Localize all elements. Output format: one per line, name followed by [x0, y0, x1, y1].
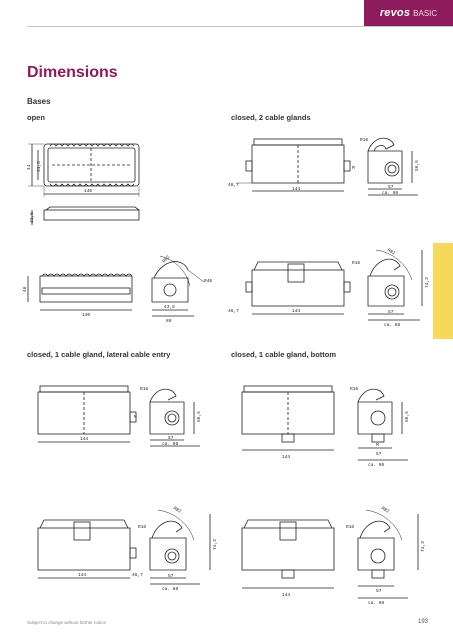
dim-a-inner-height: 31,5 [36, 161, 42, 172]
drawing-closed-1-bottom: 144 R16 56,5 57 ca. 96 M [226, 376, 426, 472]
dim-d-width3: ca. 88 [384, 322, 401, 328]
dim-f-thread: M [376, 442, 379, 448]
dim-g-radius2: R82 [172, 505, 182, 514]
footer-note: Subject to change without further notice [27, 620, 107, 625]
dim-c-width2: 43,5 [164, 304, 175, 310]
dim-b-width2: 57 [388, 184, 394, 190]
dim-g-radius: R16 [138, 524, 146, 530]
dim-f-height: 56,5 [404, 411, 410, 422]
dim-d-radius2: R82 [386, 247, 396, 256]
header-bar: revos BASIC [0, 0, 453, 26]
caption-closed-1-bottom: closed, 1 cable gland, bottom [231, 350, 337, 359]
dim-e-radius: R16 [140, 386, 148, 392]
drawing-closed-2-lid-open: 144 46,7 R16 R82 74,3 57 ca. 88 [226, 242, 431, 328]
dim-d-radius: R16 [352, 260, 360, 266]
drawing-open-top: 44 31,5 140 21,5 [24, 130, 154, 240]
dim-b-thread: M [352, 165, 355, 171]
dim-e-thread: M [134, 414, 137, 420]
dim-e-width2: 57 [168, 435, 174, 441]
dim-h-width2: 57 [376, 588, 382, 594]
dim-b-width3: ca. 96 [382, 190, 399, 196]
drawing-open-lid: 46 140 R82 R46 43,5 89 [20, 246, 230, 326]
dim-b-offset: 46,7 [228, 182, 239, 188]
dim-c-radius2: R46 [204, 278, 212, 284]
dim-d-offset: 46,7 [228, 308, 239, 314]
side-index-tab [433, 243, 453, 339]
dim-b-radius: R16 [360, 137, 368, 143]
dim-f-radius: R16 [350, 386, 358, 392]
dim-d-height: 74,3 [424, 277, 430, 288]
dim-g-width3: ca. 88 [162, 586, 179, 592]
caption-closed-1-lateral: closed, 1 cable gland, lateral cable ent… [27, 350, 171, 359]
dim-g-height: 74,3 [212, 539, 218, 550]
dim-c-width3: 89 [166, 318, 172, 324]
dim-b-width: 144 [292, 186, 300, 192]
dim-h-radius: R16 [346, 524, 354, 530]
dim-h-radius2: R82 [380, 505, 390, 514]
dim-f-width: 144 [282, 454, 290, 460]
dim-c-height: 46 [22, 286, 28, 292]
dim-h-height: 74,3 [420, 541, 426, 552]
dim-c-radius: R82 [161, 254, 171, 264]
brand-tab: revos BASIC [364, 0, 453, 26]
dim-a-depth: 21,5 [29, 212, 35, 223]
dim-f-width2: 57 [376, 451, 382, 457]
dim-e-width: 144 [80, 436, 88, 442]
dim-g-width2: 57 [168, 573, 174, 579]
dim-d-width: 144 [292, 308, 300, 314]
page-title: Dimensions [27, 64, 118, 81]
drawing-closed-1-lateral-lid-open: 144 46,7 R16 R82 74,3 57 ca. 88 [24, 500, 224, 592]
dim-g-offset: 46,7 [132, 572, 143, 578]
drawing-closed-1-lateral: 144 R16 56,5 57 ca. 96 M [24, 376, 224, 452]
caption-closed-2-glands: closed, 2 cable glands [231, 113, 311, 122]
dim-c-width: 140 [82, 312, 90, 318]
brand-name: revos [379, 7, 411, 19]
dim-e-height: 56,5 [196, 411, 202, 422]
section-label: Bases [27, 97, 51, 106]
dim-e-width3: ca. 96 [162, 441, 179, 447]
dim-h-width: 144 [282, 592, 290, 598]
dim-b-height: 56,5 [414, 160, 420, 171]
caption-open: open [27, 113, 45, 122]
drawing-closed-1-bottom-lid-open: 144 R16 R82 74,3 57 ca. 88 [226, 500, 426, 608]
drawing-closed-2-glands: 144 46,7 56,5 57 ca. 96 R16 M [226, 133, 426, 203]
dim-d-width2: 57 [388, 309, 394, 315]
dim-f-width3: ca. 96 [368, 462, 385, 468]
dim-a-width: 140 [84, 188, 92, 194]
dim-g-width: 144 [78, 572, 86, 578]
page-number: 193 [418, 619, 429, 625]
dim-a-height: 44 [26, 164, 32, 170]
brand-subtitle: BASIC [413, 8, 438, 18]
dim-h-width3: ca. 88 [368, 600, 385, 606]
header-divider [27, 26, 453, 27]
